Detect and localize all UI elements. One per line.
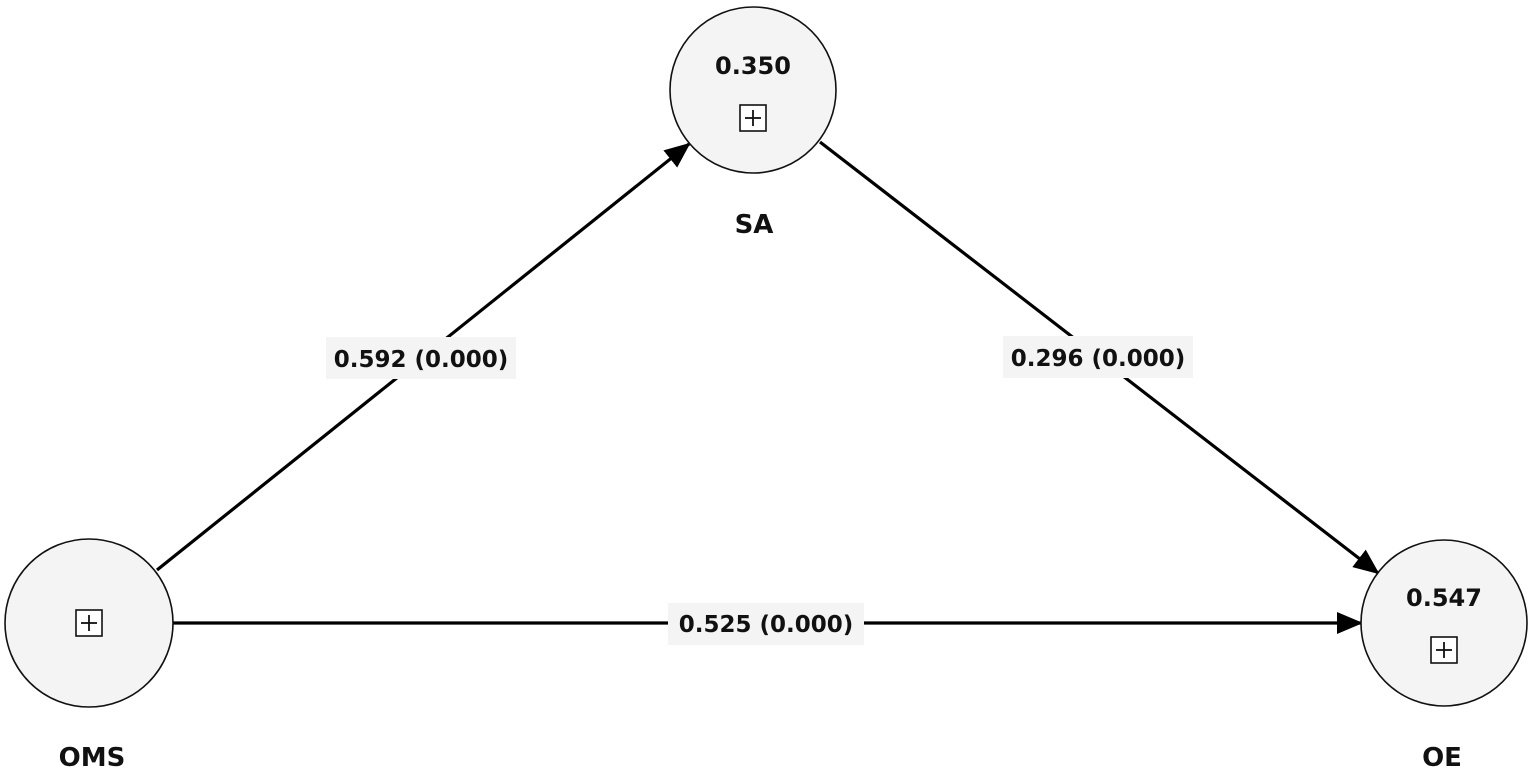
- expand-plus-icon[interactable]: [1430, 636, 1458, 664]
- edge-label-oms-oe: 0.525 (0.000): [679, 612, 854, 638]
- edge-sa-to-oe[interactable]: 0.296 (0.000): [819, 140, 1380, 575]
- edge-label-background: [326, 337, 516, 379]
- edge-oms-to-oe[interactable]: 0.525 (0.000): [173, 603, 1363, 645]
- node-oms[interactable]: OMS: [4, 538, 174, 773]
- node-label: SA: [735, 210, 774, 240]
- node-r-squared-value: 0.350: [715, 52, 791, 80]
- edge-label-oms-sa: 0.592 (0.000): [334, 347, 509, 373]
- node-circle: [1360, 539, 1528, 707]
- node-sa[interactable]: 0.350 SA: [669, 6, 837, 240]
- edge-label-background: [1003, 336, 1193, 378]
- node-oe[interactable]: 0.547 OE: [1360, 539, 1528, 773]
- expand-plus-icon[interactable]: [739, 104, 767, 132]
- edge-label-sa-oe: 0.296 (0.000): [1011, 346, 1186, 372]
- node-label: OMS: [59, 743, 126, 773]
- edge-label-background: [668, 603, 864, 645]
- edge-oms-to-sa[interactable]: 0.592 (0.000): [155, 142, 691, 572]
- node-r-squared-value: 0.547: [1406, 584, 1482, 612]
- node-label: OE: [1422, 743, 1462, 773]
- node-circle: [669, 6, 837, 174]
- expand-plus-icon[interactable]: [75, 609, 103, 637]
